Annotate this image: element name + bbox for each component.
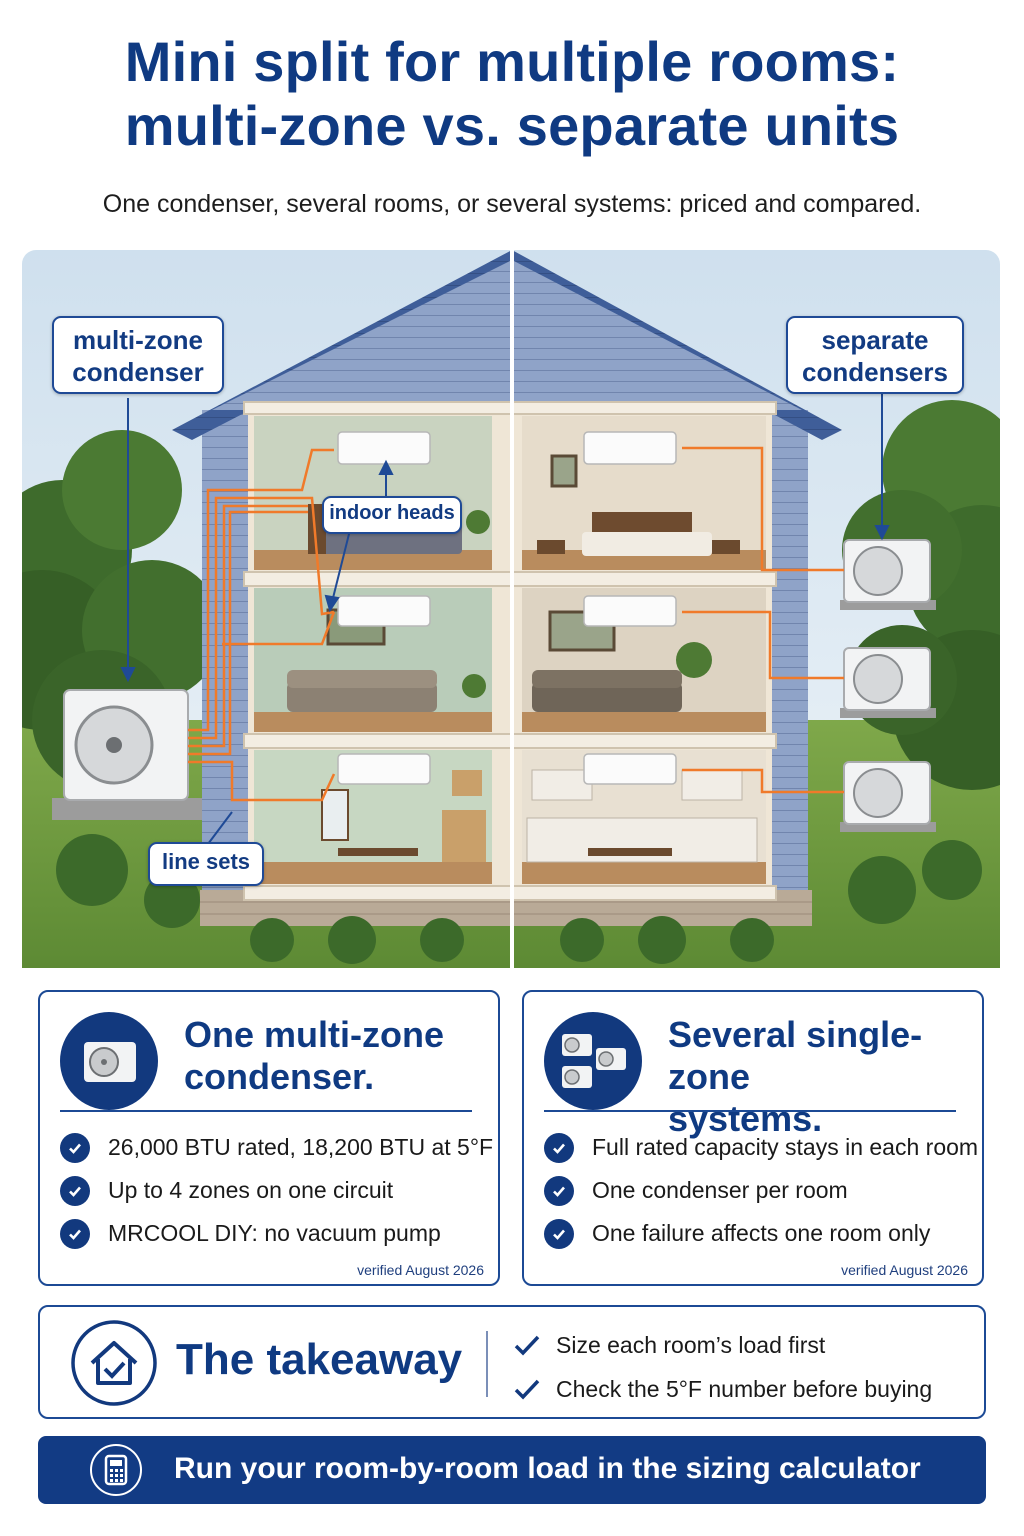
check-icon (544, 1218, 574, 1249)
list-item: Check the 5°F number before buying (514, 1367, 932, 1411)
kitchen-left (321, 770, 486, 862)
check-icon (60, 1175, 90, 1206)
bed-right (537, 512, 740, 556)
list-item: One condenser per room (544, 1169, 978, 1212)
calculator-icon (90, 1444, 142, 1496)
list-item: One failure affects one room only (544, 1212, 978, 1255)
check-icon (514, 1378, 542, 1400)
card-single-zone-title-line1: Several single-zone (668, 1014, 923, 1097)
sofa-left (287, 670, 437, 712)
list-item-label: Full rated capacity stays in each room (592, 1134, 979, 1160)
page-subtitle: One condenser, several rooms, or several… (102, 190, 922, 218)
card-multi-zone-title-line1: One multi-zone (184, 1014, 444, 1055)
takeaway-panel: The takeaway Size each room’s load first… (38, 1305, 986, 1419)
separate-condenser-units (840, 539, 936, 832)
card-divider (60, 1110, 472, 1112)
check-icon (60, 1132, 90, 1163)
verified-note: verified August 2026 (841, 1262, 968, 1278)
cta-label: Run your room-by-room load in the sizing… (174, 1452, 921, 1485)
list-item-label: Check the 5°F number before buying (556, 1375, 933, 1402)
title-line-2: multi-zone vs. separate units (124, 94, 900, 157)
list-item: Size each room’s load first (514, 1323, 932, 1367)
card-multi-zone-list: 26,000 BTU rated, 18,200 BTU at 5°F Up t… (60, 1126, 493, 1255)
page-title: Mini split for multiple rooms: multi-zon… (0, 30, 1024, 158)
list-item-label: One condenser per room (592, 1177, 848, 1203)
condenser-icon (60, 1012, 158, 1110)
list-item-label: One failure affects one room only (592, 1220, 931, 1246)
callout-indoor-heads-label: indoor heads (329, 502, 455, 524)
line-sets-left (188, 448, 336, 802)
list-item: MRCOOL DIY: no vacuum pump (60, 1212, 493, 1255)
card-single-zone-list: Full rated capacity stays in each room O… (544, 1126, 978, 1255)
house-illustration: multi-zone condenser separate condensers… (22, 250, 1000, 968)
check-icon (60, 1218, 90, 1249)
list-item-label: Up to 4 zones on one circuit (108, 1177, 394, 1203)
check-icon (514, 1334, 542, 1356)
card-single-zone-title: Several single-zone systems. (668, 1014, 978, 1140)
list-item: 26,000 BTU rated, 18,200 BTU at 5°F (60, 1126, 493, 1169)
callout-multi-zone-line1: multi-zone (73, 325, 203, 355)
callout-multi-zone-line2: condenser (72, 357, 204, 387)
takeaway-divider (486, 1331, 488, 1397)
list-item-label: MRCOOL DIY: no vacuum pump (108, 1220, 441, 1246)
callout-separate-line2: condensers (802, 357, 948, 387)
callout-separate-line1: separate (821, 325, 929, 355)
list-item: Full rated capacity stays in each room (544, 1126, 978, 1169)
list-item: Up to 4 zones on one circuit (60, 1169, 493, 1212)
card-multi-zone: One multi-zone condenser. 26,000 BTU rat… (38, 990, 500, 1286)
takeaway-title: The takeaway (176, 1335, 463, 1384)
check-icon (544, 1132, 574, 1163)
callout-line-sets: line sets (148, 842, 264, 886)
house-check-icon (70, 1319, 158, 1407)
sofa-right (532, 670, 682, 712)
list-item-label: Size each room’s load first (556, 1331, 826, 1358)
shrubs (56, 834, 982, 964)
callout-indoor-heads: indoor heads (322, 496, 462, 534)
card-multi-zone-title-line2: condenser. (184, 1056, 375, 1097)
line-sets-right (682, 446, 844, 794)
multiple-condensers-icon (544, 1012, 642, 1110)
callout-leaders (120, 384, 890, 845)
card-single-zone: Several single-zone systems. Full rated … (522, 990, 984, 1286)
list-item-label: 26,000 BTU rated, 18,200 BTU at 5°F (108, 1134, 494, 1160)
card-single-zone-title-line2: systems. (668, 1098, 823, 1139)
kitchen-right (526, 769, 758, 863)
callout-line-sets-label: line sets (161, 849, 251, 874)
multi-zone-condenser-unit (52, 689, 202, 820)
card-multi-zone-title: One multi-zone condenser. (184, 1014, 494, 1098)
check-icon (544, 1175, 574, 1206)
sizing-calculator-button[interactable]: Run your room-by-room load in the sizing… (38, 1436, 986, 1504)
card-divider (544, 1110, 956, 1112)
takeaway-list: Size each room’s load first Check the 5°… (514, 1323, 932, 1411)
callout-separate-condensers: separate condensers (786, 316, 964, 394)
verified-note: verified August 2026 (357, 1262, 484, 1278)
title-line-1: Mini split for multiple rooms: (124, 30, 900, 93)
callout-multi-zone-condenser: multi-zone condenser (52, 316, 224, 394)
